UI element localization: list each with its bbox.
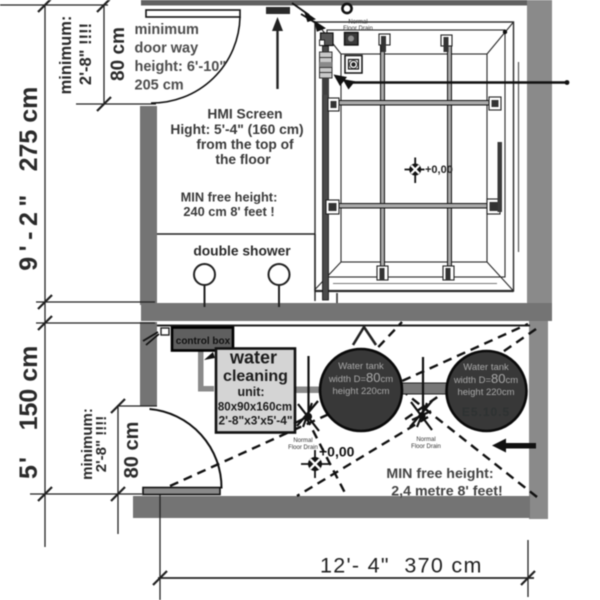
svg-text:control box: control box <box>176 336 231 347</box>
svg-text:80x90x160cm: 80x90x160cm <box>218 402 292 414</box>
svg-text:+0,00: +0,00 <box>319 444 355 460</box>
svg-text:150 cm: 150 cm <box>15 346 43 431</box>
svg-text:minimum: minimum <box>135 22 199 38</box>
svg-text:5': 5' <box>15 455 43 479</box>
svg-text:from the top of: from the top of <box>196 137 294 152</box>
svg-text:unit:: unit: <box>237 385 264 399</box>
svg-text:width D=80cm: width D=80cm <box>328 370 393 385</box>
svg-text:2'-8" !!!!: 2'-8" !!!! <box>93 416 110 473</box>
svg-text:80 cm: 80 cm <box>121 422 143 479</box>
svg-text:Normal: Normal <box>416 437 435 443</box>
svg-text:minimum:: minimum: <box>79 408 96 480</box>
svg-text:12'- 4" 370 cm: 12'- 4" 370 cm <box>320 554 483 578</box>
svg-text:height 220cm: height 220cm <box>457 387 514 398</box>
svg-text:Normal: Normal <box>348 20 367 26</box>
svg-text:2'-8"x3'x5'-4": 2'-8"x3'x5'-4" <box>219 414 293 428</box>
svg-text:+0,00: +0,00 <box>425 164 453 176</box>
svg-text:9'-2": 9'-2" <box>15 189 43 270</box>
svg-text:water: water <box>229 348 277 368</box>
svg-text:Hight: 5'-4" (160 cm): Hight: 5'-4" (160 cm) <box>170 122 303 137</box>
svg-text:MIN free height:: MIN free height: <box>386 466 493 482</box>
svg-text:2,4 metre 8' feet!: 2,4 metre 8' feet! <box>391 484 502 500</box>
svg-text:HMI Screen: HMI Screen <box>207 107 282 122</box>
svg-text:minimum:: minimum: <box>57 16 75 95</box>
svg-text:door way: door way <box>135 41 199 57</box>
svg-text:2'-8" !!!!: 2'-8" !!!! <box>77 23 95 85</box>
svg-text:height 220cm: height 220cm <box>332 386 389 397</box>
svg-text:Floor Drain: Floor Drain <box>288 445 318 451</box>
svg-text:275 cm: 275 cm <box>15 87 43 172</box>
svg-text:Water tank: Water tank <box>338 361 384 372</box>
svg-text:the floor: the floor <box>215 152 271 167</box>
svg-text:Water tank: Water tank <box>463 362 509 373</box>
svg-text:Normal: Normal <box>293 438 312 444</box>
svg-text:cleaning: cleaning <box>223 368 288 385</box>
svg-text:E5.10.5: E5.10.5 <box>462 405 510 419</box>
svg-text:MIN free height:: MIN free height: <box>181 190 278 205</box>
svg-text:205 cm: 205 cm <box>135 78 184 94</box>
svg-text:width D=80cm: width D=80cm <box>453 371 518 386</box>
svg-text:80 cm: 80 cm <box>108 27 129 81</box>
svg-text:height: 6'-10": height: 6'-10" <box>135 59 227 75</box>
svg-text:240 cm 8' feet !: 240 cm 8' feet ! <box>183 204 274 219</box>
svg-text:Floor Drain: Floor Drain <box>411 444 441 450</box>
svg-text:double shower: double shower <box>193 244 291 259</box>
svg-text:Floor Drain: Floor Drain <box>343 26 373 32</box>
